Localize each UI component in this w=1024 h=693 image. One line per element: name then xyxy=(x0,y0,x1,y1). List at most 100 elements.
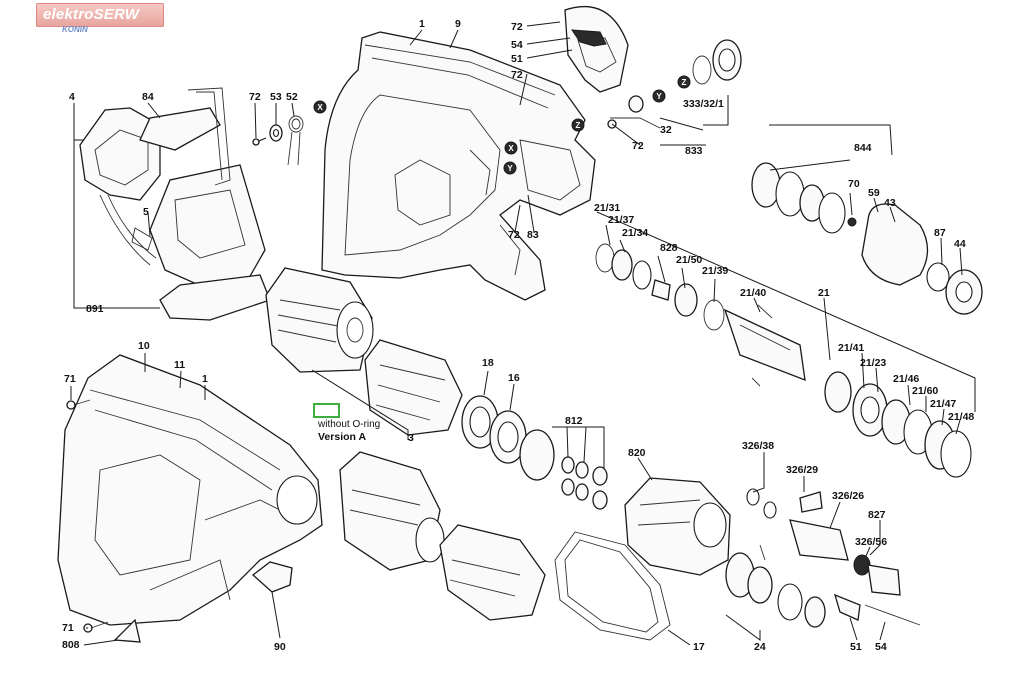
brush-plate-part xyxy=(251,561,293,593)
version-a-note: Version A xyxy=(318,431,366,443)
part-labels: 1 9 72 54 51 72 4 84 72 53 52 333/32/1 3… xyxy=(62,18,974,653)
switch-module-part xyxy=(79,87,271,321)
part-label: 72 xyxy=(508,229,520,241)
part-label: 326/26 xyxy=(832,490,864,502)
part-label: 4 xyxy=(69,91,75,103)
reference-markers: X X Y Y Z Z xyxy=(313,75,691,175)
marker-y-housing xyxy=(503,161,517,175)
marker-x-top xyxy=(313,100,327,114)
part-label: 21/37 xyxy=(608,214,634,226)
part-label: 21/60 xyxy=(912,385,938,397)
impact-mechanism-part xyxy=(746,488,921,626)
marker-z-housing xyxy=(571,118,585,132)
housing-shell-part xyxy=(321,31,596,301)
marker-y-housing-label: Y xyxy=(507,164,513,173)
part-label: 72 xyxy=(632,140,644,152)
part-label: 5 xyxy=(143,206,149,218)
marker-x-housing xyxy=(504,141,518,155)
part-label: 51 xyxy=(511,53,523,65)
part-label: 59 xyxy=(868,187,880,199)
part-label: 326/56 xyxy=(855,536,887,548)
motor-version-b-part xyxy=(339,451,546,621)
motor-version-a-part xyxy=(265,267,463,436)
marker-z-housing-label: Z xyxy=(576,121,581,130)
marker-y-top xyxy=(652,89,666,103)
part-label: 808 xyxy=(62,639,80,651)
part-label: 24 xyxy=(754,641,766,653)
part-label: 3 xyxy=(408,432,414,444)
watermark-brand: elektroSERW xyxy=(43,6,140,23)
bearing-rings-part xyxy=(461,395,555,481)
part-label: 21/48 xyxy=(948,411,974,423)
part-label: 1 xyxy=(419,18,425,30)
part-label: 72 xyxy=(511,21,523,33)
marker-x-top-label: X xyxy=(317,103,323,112)
part-label: 9 xyxy=(455,18,461,30)
part-label: 833 xyxy=(685,145,703,157)
part-label: 83 xyxy=(527,229,539,241)
part-label: 54 xyxy=(875,641,887,653)
part-label: 333/32/1 xyxy=(683,98,724,110)
leader-lines xyxy=(70,21,976,646)
part-label: 84 xyxy=(142,91,154,103)
screws-71-part xyxy=(66,399,109,633)
part-label: 87 xyxy=(934,227,946,239)
without-oring-note: without O-ring xyxy=(317,419,380,430)
part-label: 72 xyxy=(249,91,261,103)
planet-gears-part xyxy=(561,456,608,510)
part-label: 43 xyxy=(884,197,896,209)
gear-set-part xyxy=(725,544,826,628)
marker-z-top-label: Z xyxy=(682,78,687,87)
part-label: 16 xyxy=(508,372,520,384)
screw-spring-parts xyxy=(252,115,304,166)
part-label: 21/31 xyxy=(594,202,620,214)
part-label: 891 xyxy=(86,303,104,315)
marker-x-housing-label: X xyxy=(508,144,514,153)
part-label: 51 xyxy=(850,641,862,653)
gear-cap-part xyxy=(607,39,742,129)
part-label: 71 xyxy=(64,373,76,385)
part-label: 326/38 xyxy=(742,440,774,452)
part-label: 53 xyxy=(270,91,282,103)
part-label: 11 xyxy=(174,359,185,371)
part-label: 54 xyxy=(511,39,523,51)
watermark-logo: elektroSERW xyxy=(36,3,164,27)
gearbox-housing-part xyxy=(624,477,731,576)
marker-y-top-label: Y xyxy=(656,92,662,101)
part-label: 21/40 xyxy=(740,287,766,299)
marker-z-top xyxy=(677,75,691,89)
part-label: 812 xyxy=(565,415,583,427)
part-label: 827 xyxy=(868,509,886,521)
bracket-assembly-part xyxy=(564,5,629,93)
chuck-assembly-part xyxy=(751,162,983,315)
part-label: 1 xyxy=(202,373,208,385)
part-label: 71 xyxy=(62,622,74,634)
part-label: 44 xyxy=(954,238,966,250)
part-label: 21/50 xyxy=(676,254,702,266)
part-label: 72 xyxy=(511,69,523,81)
gasket-part xyxy=(554,531,671,641)
part-label: 21/23 xyxy=(860,357,886,369)
part-label: 326/29 xyxy=(786,464,818,476)
part-label: 21/47 xyxy=(930,398,956,410)
highlight-box xyxy=(313,403,340,418)
part-label: 32 xyxy=(660,124,672,136)
part-label: 820 xyxy=(628,447,646,459)
part-label: 70 xyxy=(848,178,860,190)
part-label: 844 xyxy=(854,142,872,154)
part-label: 90 xyxy=(274,641,286,653)
part-label: 21 xyxy=(818,287,830,299)
part-label: 21/39 xyxy=(702,265,728,277)
part-label: 18 xyxy=(482,357,494,369)
part-label: 17 xyxy=(693,641,705,653)
part-label: 21/41 xyxy=(838,342,864,354)
part-label: 828 xyxy=(660,242,678,254)
watermark-city: KONIN xyxy=(62,25,88,34)
front-housing-part xyxy=(57,354,323,643)
spindle-assembly-part xyxy=(595,243,972,478)
part-label: 21/34 xyxy=(622,227,648,239)
part-label: 21/46 xyxy=(893,373,919,385)
part-label: 10 xyxy=(138,340,150,352)
